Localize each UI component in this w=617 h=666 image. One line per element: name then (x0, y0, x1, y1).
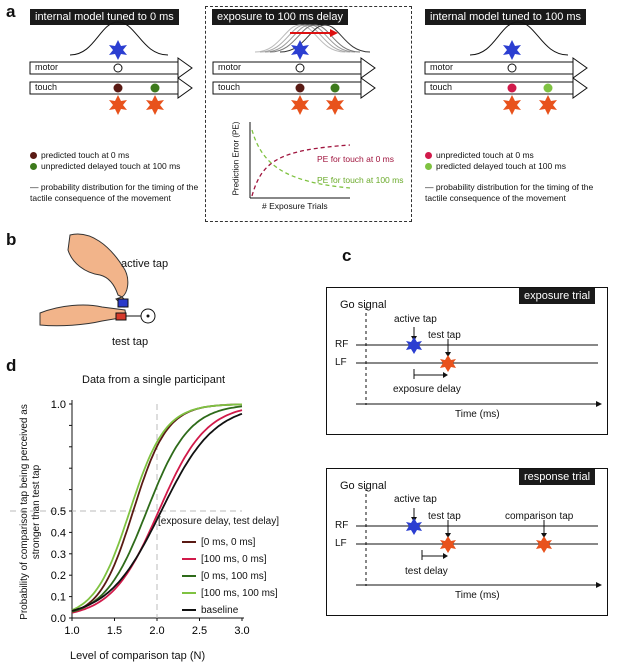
legend-label: [100 ms, 100 ms] (201, 588, 278, 599)
response-lf-label: LF (335, 538, 347, 549)
right-legend-label-1: unpredicted touch at 0 ms (436, 150, 534, 160)
psychometric-chart: 0.0 0.1 0.2 0.3 0.4 0.5 1.0 1.0 1.5 2.0 2.5 3.0 (10, 399, 250, 637)
legend-swatch-icon (182, 609, 196, 612)
panel-a-diagram (29, 21, 588, 199)
right-legend: unpredicted touch at 0 ms predicted dela… (425, 150, 610, 204)
chart-title: Data from a single participant (82, 374, 226, 386)
exposure-test-label: test tap (428, 330, 461, 341)
series-curve-1 (71, 409, 243, 614)
response-comparison-label: comparison tap (505, 511, 574, 522)
right-touch-label: touch (430, 82, 453, 92)
exposure-active-label: active tap (394, 314, 437, 325)
response-test-label: test tap (428, 511, 461, 522)
y-tick-label: 0.2 (51, 570, 66, 582)
y-tick-label: 0.1 (51, 592, 66, 604)
middle-motor-label: motor (218, 62, 242, 72)
response-delay-label: test delay (405, 566, 448, 577)
right-timeline (424, 21, 588, 115)
pe-curve1-label: PE for touch at 0 ms (317, 154, 395, 164)
exposure-delay-label: exposure delay (393, 384, 461, 395)
legend-label: [0 ms, 100 ms] (201, 571, 267, 582)
legend-label: [100 ms, 0 ms] (201, 554, 267, 565)
response-time-label: Time (ms) (455, 590, 500, 601)
x-tick-label: 1.0 (64, 625, 79, 637)
exposure-time-label: Time (ms) (455, 409, 500, 420)
light-green-dot-icon (425, 163, 432, 171)
left-legend: predicted touch at 0 ms unpredicted dela… (30, 150, 205, 204)
response-go-label: Go signal (340, 480, 387, 492)
left-legend-item-1: predicted touch at 0 ms (30, 150, 205, 161)
y-tick-label: 0.0 (51, 613, 66, 625)
response-active-label: active tap (394, 494, 437, 505)
legend-swatch-icon (182, 541, 196, 544)
active-tap-label: active tap (121, 258, 169, 270)
exposure-lf-label: LF (335, 357, 347, 368)
legend-item-2: [0 ms, 100 ms] (182, 568, 278, 585)
chart-legend: [0 ms, 0 ms] [100 ms, 0 ms] [0 ms, 100 ms]… (182, 534, 278, 619)
response-trial-box (326, 468, 608, 616)
hands-illustration (39, 233, 156, 327)
pe-ylabel-wrap: Prediction Error (PE) (226, 122, 246, 202)
y-tick-label: 0.3 (51, 549, 66, 561)
legend-item-4: baseline (182, 602, 278, 619)
middle-timeline (212, 24, 376, 199)
response-header: response trial (519, 469, 596, 485)
left-legend-label-2: unpredicted delayed touch at 100 ms (41, 161, 181, 171)
panel-b-letter: b (6, 230, 17, 249)
panel-a-letter: a (6, 2, 16, 21)
response-trial-diagram (356, 488, 602, 588)
test-tap-label: test tap (112, 336, 149, 348)
chart-xlabel: Level of comparison tap (N) (70, 650, 206, 662)
legend-item-0: [0 ms, 0 ms] (182, 534, 278, 551)
legend-item-1: [100 ms, 0 ms] (182, 551, 278, 568)
x-tick-label: 2.0 (149, 625, 164, 637)
left-note: — probability distribution for the timin… (30, 182, 199, 203)
right-motor-label: motor (430, 62, 454, 72)
left-timeline (29, 21, 193, 115)
legend-title: [exposure delay, test delay] (158, 516, 279, 527)
middle-touch-label: touch (218, 82, 241, 92)
exposure-panel-frame (205, 6, 412, 222)
right-header: internal model tuned to 100 ms (425, 9, 587, 25)
pe-ylabel: Prediction Error (PE) (231, 121, 241, 196)
right-legend-item-2: predicted delayed touch at 100 ms (425, 161, 610, 172)
y-tick-label: 0.5 (51, 506, 66, 518)
y-tick-label: 1.0 (51, 399, 66, 411)
left-motor-label: motor (35, 62, 59, 72)
x-tick-label: 1.5 (107, 625, 122, 637)
y-tick-label: 0.4 (51, 527, 66, 539)
exposure-go-label: Go signal (340, 299, 387, 311)
dark-red-dot-icon (30, 152, 37, 160)
left-legend-item-2: unpredicted delayed touch at 100 ms (30, 161, 205, 172)
pe-curve2-label: PE for touch at 100 ms (317, 175, 404, 185)
left-header: internal model tuned to 0 ms (30, 9, 179, 25)
legend-swatch-icon (182, 592, 196, 595)
panel-d-letter: d (6, 356, 17, 375)
panel-c-letter: c (342, 246, 352, 265)
right-note: — probability distribution for the timin… (425, 182, 594, 203)
series-curve-4 (71, 412, 243, 612)
exposure-trial-box (326, 287, 608, 435)
left-touch-label: touch (35, 82, 58, 92)
legend-label: [0 ms, 0 ms] (201, 537, 256, 548)
exposure-trial-diagram (356, 307, 602, 407)
left-legend-label-1: predicted touch at 0 ms (41, 150, 130, 160)
x-tick-label: 3.0 (234, 625, 249, 637)
middle-header: exposure to 100 ms delay (212, 9, 348, 25)
legend-label: baseline (201, 605, 239, 616)
red-dot-icon (425, 152, 432, 160)
right-legend-label-2: predicted delayed touch at 100 ms (436, 161, 566, 171)
dark-green-dot-icon (30, 163, 37, 171)
series-curve-2 (71, 405, 243, 613)
series-curve-3 (71, 403, 242, 611)
exposure-header: exposure trial (519, 288, 596, 304)
pe-xlabel: # Exposure Trials (262, 201, 328, 211)
legend-item-3: [100 ms, 100 ms] (182, 585, 278, 602)
legend-swatch-icon (182, 575, 196, 578)
response-rf-label: RF (335, 520, 349, 531)
exposure-rf-label: RF (335, 339, 349, 350)
legend-swatch-icon (182, 558, 196, 561)
x-tick-label: 2.5 (192, 625, 207, 637)
right-legend-item-1: unpredicted touch at 0 ms (425, 150, 610, 161)
